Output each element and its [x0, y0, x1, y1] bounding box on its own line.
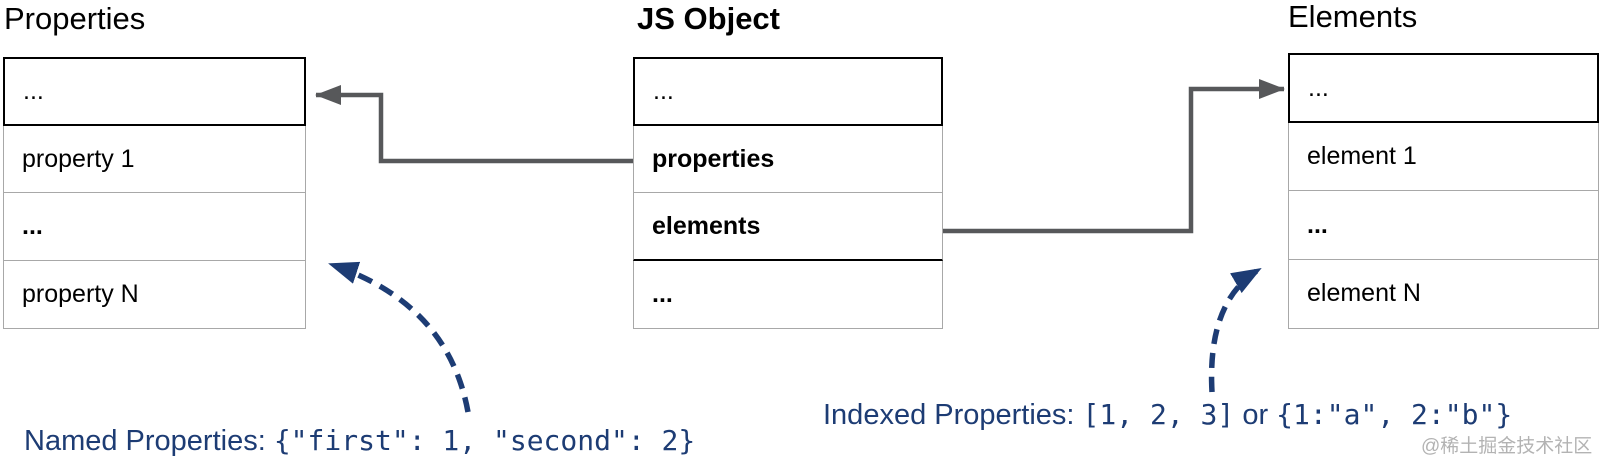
named-properties-dashed-arrow: [328, 261, 471, 413]
named-properties-annotation: Named Properties: {"first": 1, "second":…: [24, 424, 695, 458]
table-row: element N: [1288, 258, 1599, 329]
indexed-properties-array-code: [1, 2, 3]: [1082, 398, 1235, 431]
table-row: ...: [1288, 53, 1599, 123]
indexed-properties-dashed-arrow: [1208, 266, 1262, 393]
table-row: elements: [633, 192, 943, 261]
table-row: element 1: [1288, 121, 1599, 192]
properties-pointer-arrow: [315, 85, 633, 164]
indexed-properties-label: Indexed Properties:: [823, 399, 1083, 431]
table-row: property 1: [3, 124, 306, 194]
js-object-table-title: JS Object: [637, 1, 780, 36]
table-row: ...: [633, 57, 943, 126]
indexed-properties-connector: or: [1234, 399, 1277, 431]
elements-table: ... element 1 ... element N: [1288, 53, 1599, 329]
elements-table-title: Elements: [1288, 0, 1418, 34]
table-row: property N: [3, 259, 306, 329]
table-row: ...: [1288, 190, 1599, 260]
table-row: ...: [3, 192, 306, 261]
watermark: @稀土掘金技术社区: [1421, 436, 1593, 457]
indexed-properties-annotation: Indexed Properties: [1, 2, 3] or {1:"a",…: [823, 398, 1512, 432]
named-properties-label: Named Properties:: [24, 425, 274, 457]
table-row: ...: [633, 259, 943, 329]
properties-table: ... property 1 ... property N: [3, 57, 306, 329]
properties-table-title: Properties: [4, 1, 146, 36]
named-properties-code: {"first": 1, "second": 2}: [273, 424, 696, 457]
table-row: properties: [633, 124, 943, 194]
elements-pointer-arrow: [943, 79, 1285, 234]
indexed-properties-object-code: {1:"a", 2:"b"}: [1276, 398, 1513, 431]
js-object-table: ... properties elements ...: [633, 57, 943, 329]
table-row: ...: [3, 57, 306, 126]
